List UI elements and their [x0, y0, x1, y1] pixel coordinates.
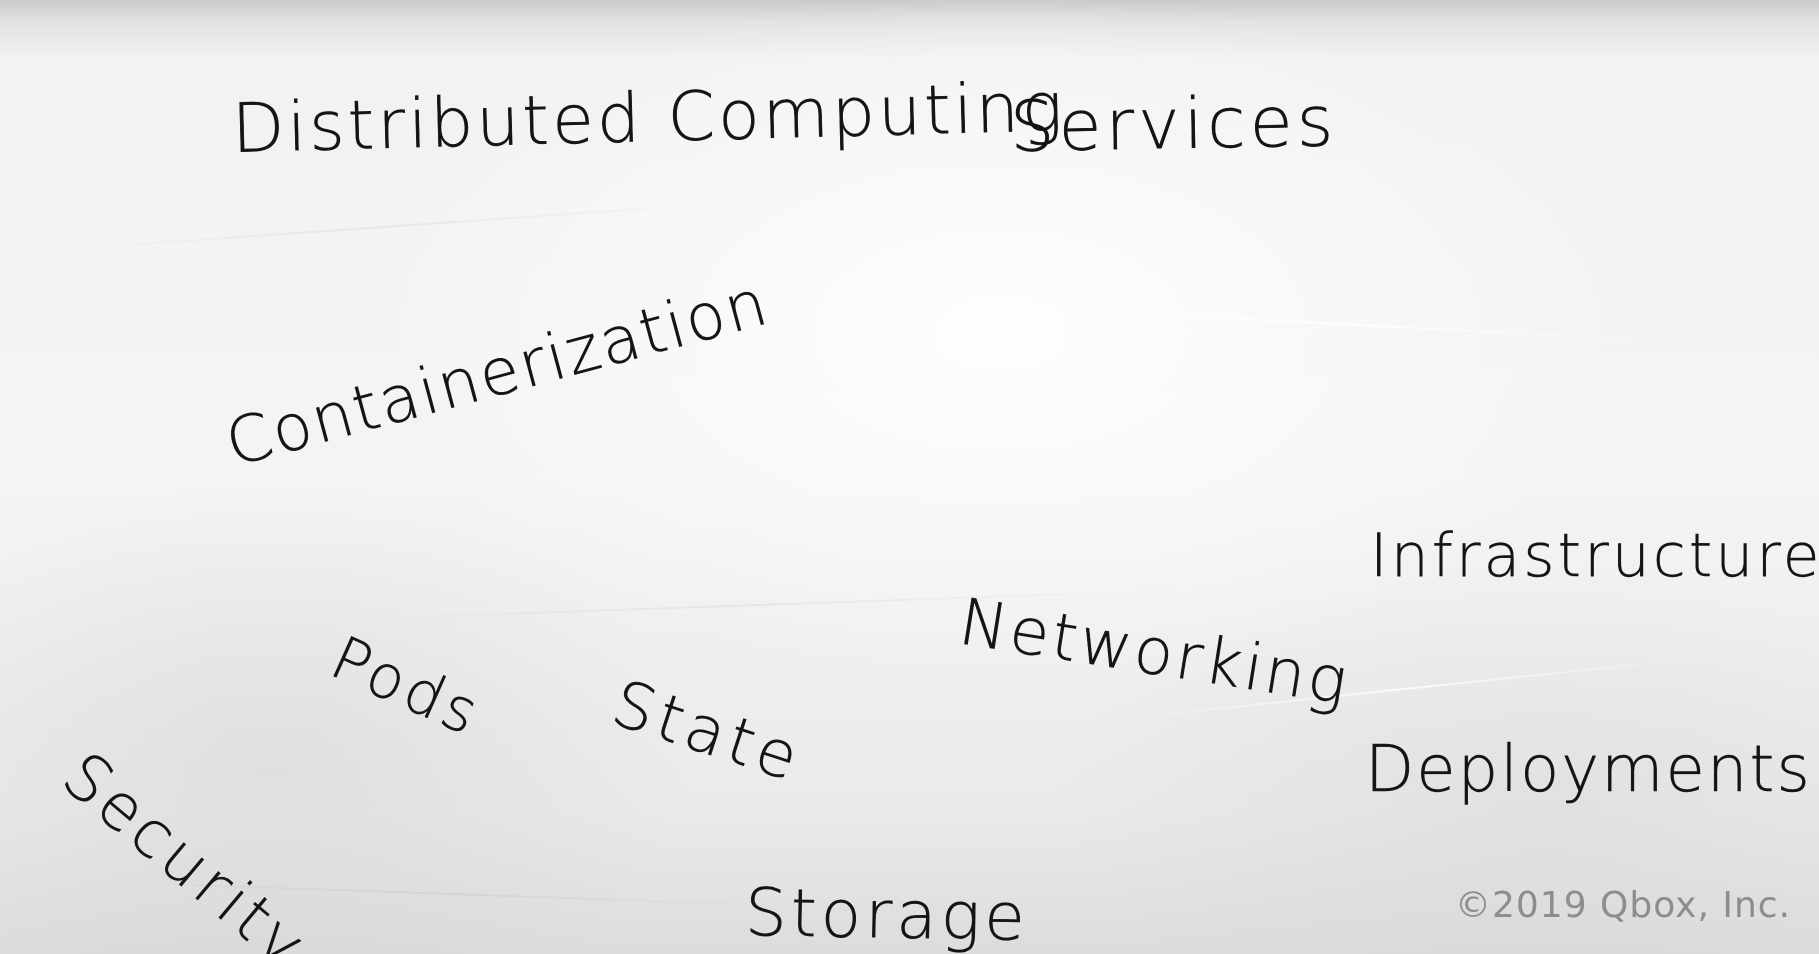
word-infrastructure: Infrastructure	[1370, 521, 1819, 591]
copyright-notice: ©2019 Qbox, Inc.	[1455, 885, 1792, 926]
word-containerization: Containerization	[218, 265, 777, 482]
word-pods: Pods	[320, 623, 492, 751]
paper-crease	[899, 300, 1699, 344]
paper-crease	[39, 201, 739, 252]
word-services: Services	[1009, 80, 1338, 168]
word-state: State	[603, 666, 812, 798]
word-deployments: Deployments	[1365, 733, 1812, 807]
word-storage: Storage	[744, 874, 1030, 954]
word-distributed-computing: Distributed Computing	[230, 68, 1067, 169]
word-security: Security	[48, 738, 322, 954]
word-networking: Networking	[954, 585, 1355, 721]
